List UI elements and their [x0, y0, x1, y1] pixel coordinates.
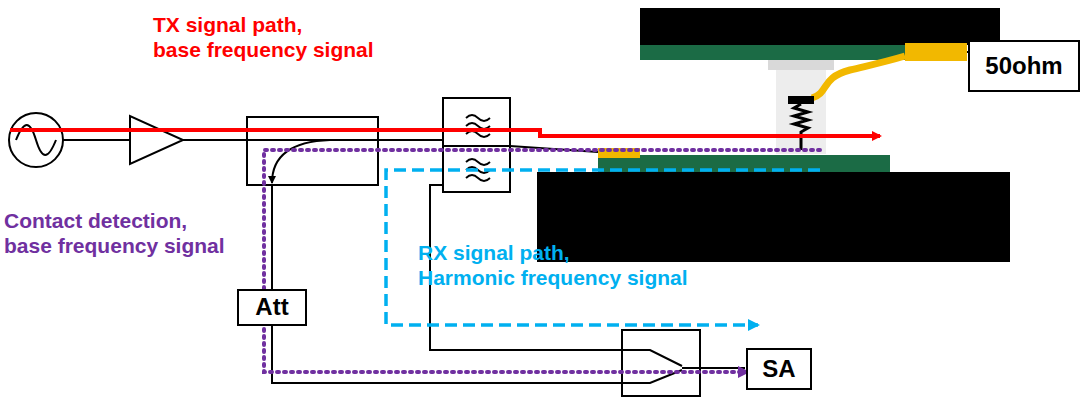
- flex-cable: [812, 56, 905, 98]
- filter-box: [443, 98, 510, 146]
- component-box: 50ohm: [968, 40, 1080, 92]
- label-line: Harmonic frequency signal: [418, 265, 688, 290]
- signal-label: TX signal path, base frequency signal: [153, 12, 374, 62]
- label-line: Contact detection,: [4, 208, 225, 233]
- component-box: Att: [237, 289, 307, 326]
- label-line: TX signal path,: [153, 12, 374, 37]
- probe-housing: [776, 70, 826, 154]
- upper-block: [640, 8, 1000, 45]
- component-box: SA: [746, 348, 812, 390]
- upper-pcb: [640, 45, 905, 60]
- signal-label: Contact detection, base frequency signal: [4, 208, 225, 258]
- label-line: base frequency signal: [153, 37, 374, 62]
- signal-source: [9, 113, 63, 167]
- coupled-arm: [272, 140, 330, 183]
- rx-path: [386, 170, 820, 325]
- wire: [271, 185, 273, 290]
- amplifier-symbol: [130, 116, 183, 164]
- box-label: 50ohm: [985, 53, 1062, 79]
- connector: [905, 43, 967, 61]
- signal-label: RX signal path, Harmonic frequency signa…: [418, 240, 688, 290]
- combiner-box: [622, 330, 700, 396]
- box-label: Att: [255, 294, 288, 320]
- tx-path: [10, 130, 880, 136]
- box-label: SA: [762, 356, 795, 382]
- combiner-symbol: [622, 350, 745, 383]
- probe-mount: [768, 60, 834, 70]
- probe-head: [788, 96, 814, 104]
- label-line: base frequency signal: [4, 233, 225, 258]
- contact-path: [264, 150, 820, 372]
- spring-probe: [794, 104, 808, 150]
- wire: [63, 139, 130, 141]
- wire: [272, 324, 625, 383]
- fixture-block: [537, 172, 1010, 262]
- filter-symbol: [466, 115, 490, 137]
- label-line: RX signal path,: [418, 240, 688, 265]
